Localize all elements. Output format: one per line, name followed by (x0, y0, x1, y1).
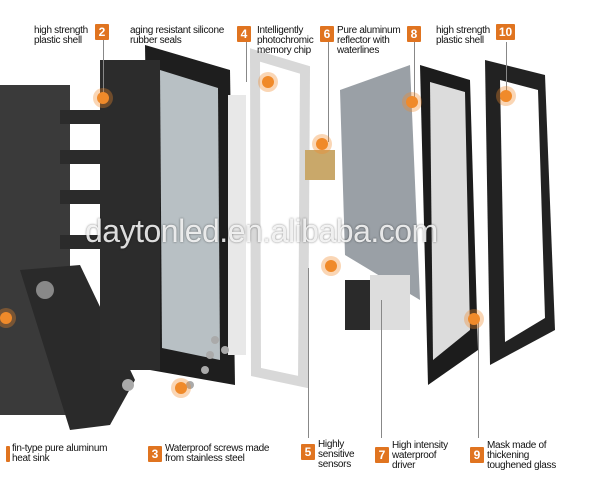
callout-dot (406, 96, 418, 108)
callout-dot (468, 313, 480, 325)
reflector (340, 65, 420, 300)
leader-line (103, 40, 104, 98)
callout-number: 8 (407, 26, 421, 42)
watermark: daytonled.en.alibaba.com (85, 213, 438, 249)
leader-line (381, 300, 382, 438)
callout-dot (316, 138, 328, 150)
rubber-seal (228, 48, 311, 389)
leader-line (246, 42, 247, 82)
driver (345, 275, 410, 330)
callout-number: 4 (237, 26, 251, 42)
memory-chip (305, 150, 335, 180)
callout-dot (175, 382, 187, 394)
heat-sink (0, 85, 150, 430)
leader-line (506, 42, 507, 92)
callout-number: 5 (301, 444, 315, 460)
leader-line (308, 268, 309, 438)
callout-number (6, 446, 10, 462)
callout-number: 2 (95, 24, 109, 40)
leader-line (478, 320, 479, 438)
leader-line (414, 42, 415, 97)
callout-dot (500, 90, 512, 102)
toughened-glass (420, 65, 478, 385)
callout-number: 9 (470, 447, 484, 463)
screws (122, 336, 229, 391)
leader-line (328, 42, 329, 142)
callout-number: 7 (375, 447, 389, 463)
callout-dot (97, 92, 109, 104)
callout-number: 6 (320, 26, 334, 42)
front-frame (485, 60, 555, 365)
callout-dot (325, 260, 337, 272)
callout-dot (0, 312, 12, 324)
plastic-shell (100, 45, 235, 385)
callout-number: 3 (148, 446, 162, 462)
callout-number: 10 (496, 24, 515, 40)
callout-dot (262, 76, 274, 88)
